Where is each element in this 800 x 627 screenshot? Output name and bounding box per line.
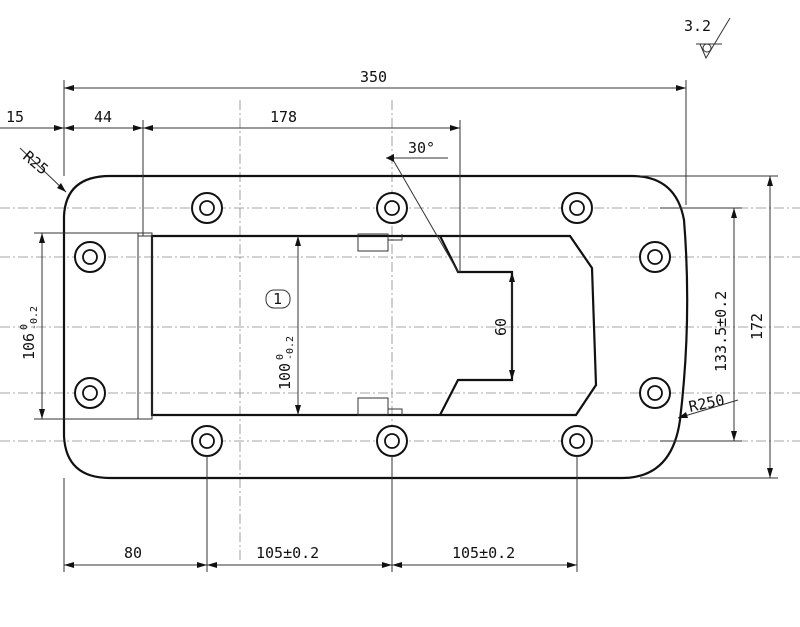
dim-overall-length: 350 bbox=[63, 68, 687, 205]
dim-inner-hole-spacing-base: 106 bbox=[20, 333, 38, 360]
dim-bottom-chain: 80 105±0.2 105±0.2 bbox=[63, 456, 578, 572]
mounting-hole bbox=[639, 241, 671, 273]
mounting-hole bbox=[74, 377, 106, 409]
dim-slot-height-label: 60 bbox=[492, 318, 510, 336]
recess bbox=[137, 232, 598, 420]
dim-overall-height-label: 172 bbox=[748, 313, 766, 340]
dim-overall-height: 172 bbox=[640, 175, 778, 479]
dim-edge-offset-label: 15 bbox=[6, 108, 24, 126]
mounting-hole bbox=[639, 377, 671, 409]
mounting-hole bbox=[191, 192, 223, 224]
dim-angle-label: 30° bbox=[408, 139, 435, 157]
mounting-holes bbox=[74, 192, 671, 457]
dim-corner-radius: R25 bbox=[19, 147, 67, 193]
dim-top-row: 15 44 178 bbox=[0, 108, 461, 272]
part-balloon-number: 1 bbox=[273, 290, 282, 308]
dim-end-radius-label: R250 bbox=[687, 391, 726, 416]
dim-end-radius: R250 bbox=[677, 391, 739, 419]
dim-bottom-first-label: 80 bbox=[124, 544, 142, 562]
dim-bottom-pitch-2-label: 105±0.2 bbox=[452, 544, 515, 562]
dim-recess-height-tol-lower: -0.2 bbox=[285, 336, 296, 360]
part-balloon: 1 bbox=[265, 289, 291, 309]
mounting-hole bbox=[74, 241, 106, 273]
mounting-hole bbox=[376, 192, 408, 224]
dim-bottom-pitch-1-label: 105±0.2 bbox=[256, 544, 319, 562]
dim-angle: 30° bbox=[386, 139, 459, 273]
dim-outer-hole-spacing-label: 133.5±0.2 bbox=[712, 291, 730, 372]
dim-recess-height-tol-upper: 0 bbox=[275, 354, 286, 360]
mounting-hole bbox=[376, 425, 408, 457]
dim-inner-hole-spacing: 106 0 -0.2 bbox=[19, 232, 150, 420]
dim-recess-length-label: 178 bbox=[270, 108, 297, 126]
centerlines bbox=[0, 100, 800, 560]
dim-overall-length-label: 350 bbox=[360, 68, 387, 86]
dim-slot-height: 60 bbox=[492, 272, 515, 380]
surface-finish-symbol: 3.2 bbox=[684, 17, 731, 60]
dim-inner-hole-spacing-tol-upper: 0 bbox=[19, 324, 30, 330]
dim-inner-hole-spacing-tol-lower: -0.2 bbox=[29, 306, 40, 330]
dim-recess-height: 100 0 -0.2 bbox=[275, 236, 301, 415]
mounting-hole bbox=[191, 425, 223, 457]
mounting-hole bbox=[561, 192, 593, 224]
dim-outer-hole-spacing: 133.5±0.2 bbox=[660, 207, 742, 442]
mounting-hole bbox=[561, 425, 593, 457]
dim-recess-height-base: 100 bbox=[276, 363, 294, 390]
surface-finish-value: 3.2 bbox=[684, 17, 711, 35]
dim-left-margin-label: 44 bbox=[94, 108, 112, 126]
